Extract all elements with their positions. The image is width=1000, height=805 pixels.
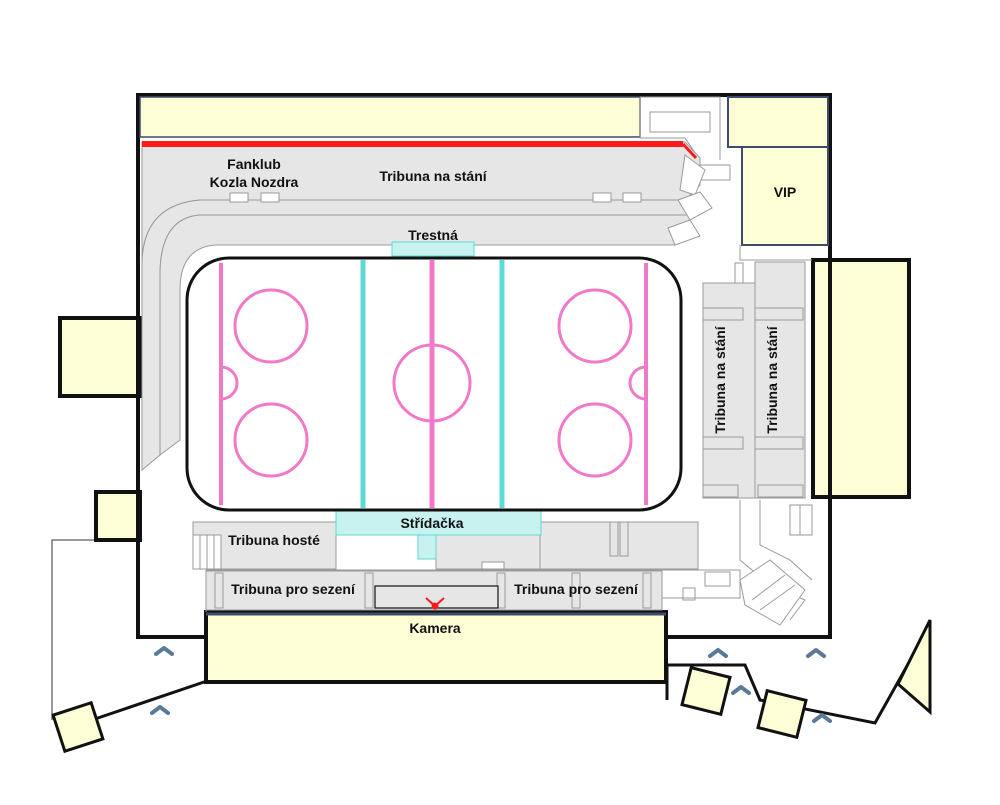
main-building — [136, 93, 832, 684]
stands — [141, 141, 806, 611]
fanclub-label-line1: Fanklub — [227, 156, 281, 172]
top-right-room — [727, 96, 829, 148]
seating-right-label: Tribuna pro sezení — [514, 581, 639, 597]
outer-kiosk-right-2 — [756, 688, 808, 740]
vip-label: VIP — [774, 184, 797, 200]
annex-right — [811, 258, 911, 499]
outer-wall-bottom-left — [91, 679, 208, 722]
faceoff-circle-top-left — [233, 288, 309, 364]
top-building-strip — [139, 96, 641, 138]
entrance-arrow-icon — [812, 713, 832, 723]
goal-crease-right — [628, 365, 647, 401]
seating-left-label: Tribuna pro sezení — [231, 581, 356, 597]
ice-rink — [185, 256, 683, 512]
entrance-arrow-icon — [731, 685, 751, 695]
entrance-arrow-icon — [806, 648, 826, 658]
outer-path-left — [51, 539, 98, 720]
penalty-box-label: Trestná — [408, 227, 458, 243]
annex-left-small — [94, 490, 142, 542]
players-bench — [335, 509, 542, 536]
goal-crease-left — [220, 365, 239, 401]
away-stand-label: Tribuna hosté — [228, 532, 320, 548]
outer-kiosk-left — [51, 700, 105, 754]
outer-building-corner — [896, 619, 932, 716]
annex-left-large — [58, 316, 142, 398]
corridors — [205, 96, 813, 626]
standing-stand-right-b — [754, 261, 806, 499]
penalty-box — [391, 241, 475, 257]
outer-kiosk-right-1 — [680, 665, 732, 717]
camera-position-icon — [425, 597, 445, 610]
fanclub-label-line2: Kozla Nozdra — [210, 174, 299, 190]
standing-stand-upper-row — [159, 214, 691, 456]
home-bench-stand — [539, 521, 699, 570]
entrance-arrow-icon — [708, 648, 728, 658]
standing-top-label: Tribuna na stání — [379, 168, 487, 184]
camera-label: Kamera — [409, 620, 461, 636]
players-bench-label: Střídačka — [400, 515, 463, 531]
faceoff-circle-bottom-left — [233, 402, 309, 478]
bottom-building — [204, 610, 668, 684]
entrance-arrow-icon — [154, 646, 174, 656]
faceoff-circle-bottom-right — [557, 402, 633, 478]
entrances — [150, 646, 832, 723]
entrance-arrow-icon — [150, 705, 170, 715]
faceoff-circle-top-right — [557, 288, 633, 364]
standing-right-b-label: Tribuna na stání — [764, 325, 780, 433]
bench-passage — [417, 534, 437, 560]
main-wall — [136, 93, 832, 639]
standing-right-a-label: Tribuna na stání — [712, 325, 728, 433]
faceoff-circle-center — [392, 343, 472, 423]
vip-room — [741, 146, 829, 246]
